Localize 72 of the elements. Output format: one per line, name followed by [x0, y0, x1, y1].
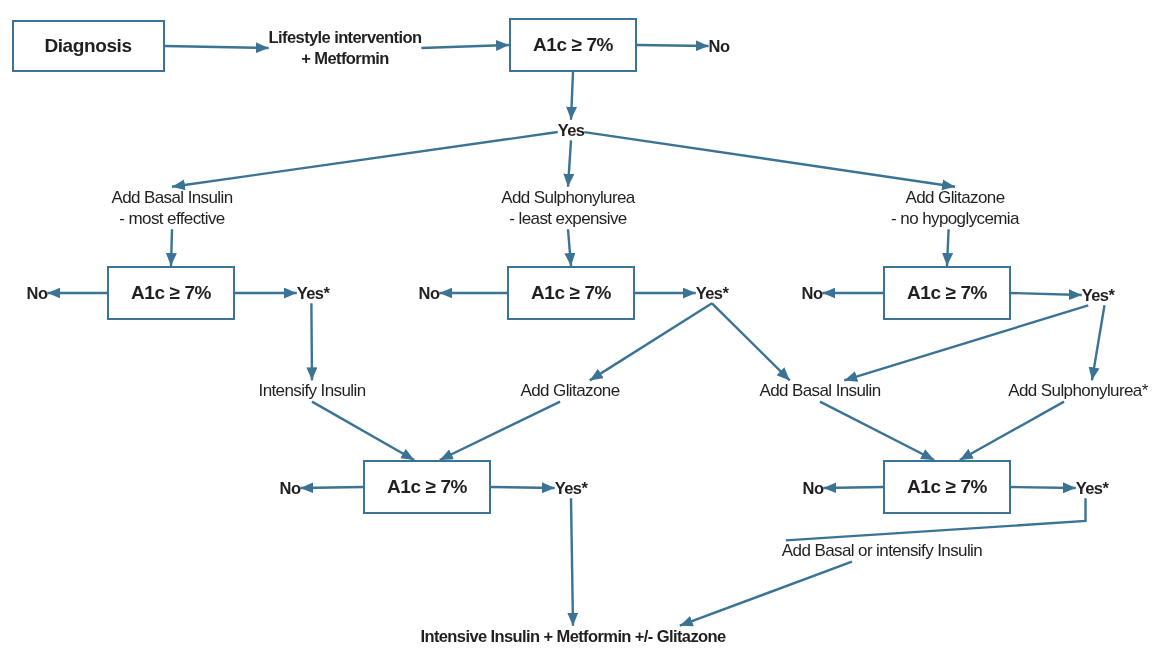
node-label: - no hypoglycemia [891, 208, 1019, 230]
arrow [711, 302, 791, 382]
arrow [439, 287, 507, 299]
node-label: Intensive Insulin + Metformin +/- Glitazone [420, 625, 726, 647]
arrow [421, 39, 510, 51]
node-label: A1c ≥ 7% [386, 476, 468, 498]
node-label: Yes [557, 119, 585, 141]
decision-box [11, 20, 165, 72]
node-label: Yes* [554, 477, 588, 499]
node-label: Add Sulphonylurea [501, 186, 635, 208]
node-label: Add Basal or intensify Insulin [781, 540, 983, 562]
arrow [567, 498, 579, 626]
node-label: Add Basal Insulin [111, 186, 233, 208]
node-label: No [802, 477, 824, 499]
arrow [47, 287, 107, 299]
arrow [165, 229, 177, 267]
node-label: No [708, 35, 730, 57]
node-label: Add Basal Insulin [759, 380, 881, 402]
node-label: Add Glitazone [904, 186, 1006, 208]
node-label: A1c ≥ 7% [532, 34, 614, 56]
arrow [564, 229, 576, 267]
decision-box [883, 460, 1011, 514]
arrow [300, 482, 364, 494]
arrow [1010, 482, 1076, 494]
arrow [311, 400, 415, 462]
arrow [566, 71, 578, 120]
node-label: A1c ≥ 7% [130, 282, 212, 304]
node-label: A1c ≥ 7% [530, 282, 612, 304]
node-label: - least expensive [508, 208, 628, 230]
arrow [589, 302, 713, 382]
arrow [235, 287, 297, 299]
decision-box [107, 266, 235, 320]
arrow [822, 287, 883, 299]
arrow [490, 482, 555, 494]
decision-box [883, 266, 1011, 320]
node-label: Yes* [1081, 284, 1115, 306]
arrow [1010, 289, 1082, 301]
arrow [306, 303, 318, 381]
arrow [164, 42, 269, 54]
arrow [635, 287, 696, 299]
arrow [679, 560, 853, 627]
node-label: Diagnosis [44, 35, 132, 57]
node-label: No [418, 282, 440, 304]
arrow [823, 482, 884, 494]
node-label: A1c ≥ 7% [906, 476, 988, 498]
arrow [637, 40, 709, 52]
node-label: Intensify Insulin [258, 380, 366, 402]
node-label: + Metformin [300, 48, 390, 69]
node-label: Yes* [296, 282, 330, 304]
decision-box [507, 266, 635, 320]
arrow [819, 400, 935, 462]
node-label: Yes* [1075, 477, 1109, 499]
node-label: Add Glitazone [520, 380, 620, 402]
node-label: A1c ≥ 7% [906, 282, 988, 304]
connector-line [785, 498, 1087, 542]
decision-box [363, 460, 491, 514]
arrow [439, 400, 561, 462]
arrow [959, 400, 1065, 462]
node-label: Yes* [695, 282, 729, 304]
arrow [584, 130, 956, 191]
arrow [942, 229, 954, 267]
node-label: - most effective [118, 208, 226, 230]
arrow [843, 304, 1089, 382]
decision-box [509, 18, 637, 72]
node-label: No [801, 282, 823, 304]
node-label: Lifestyle intervention [268, 27, 422, 48]
arrow [563, 140, 575, 187]
arrow [1088, 305, 1106, 381]
arrow [171, 130, 558, 191]
node-label: Add Sulphonylurea* [1008, 380, 1148, 402]
node-label: No [26, 282, 48, 304]
node-label: No [279, 477, 301, 499]
